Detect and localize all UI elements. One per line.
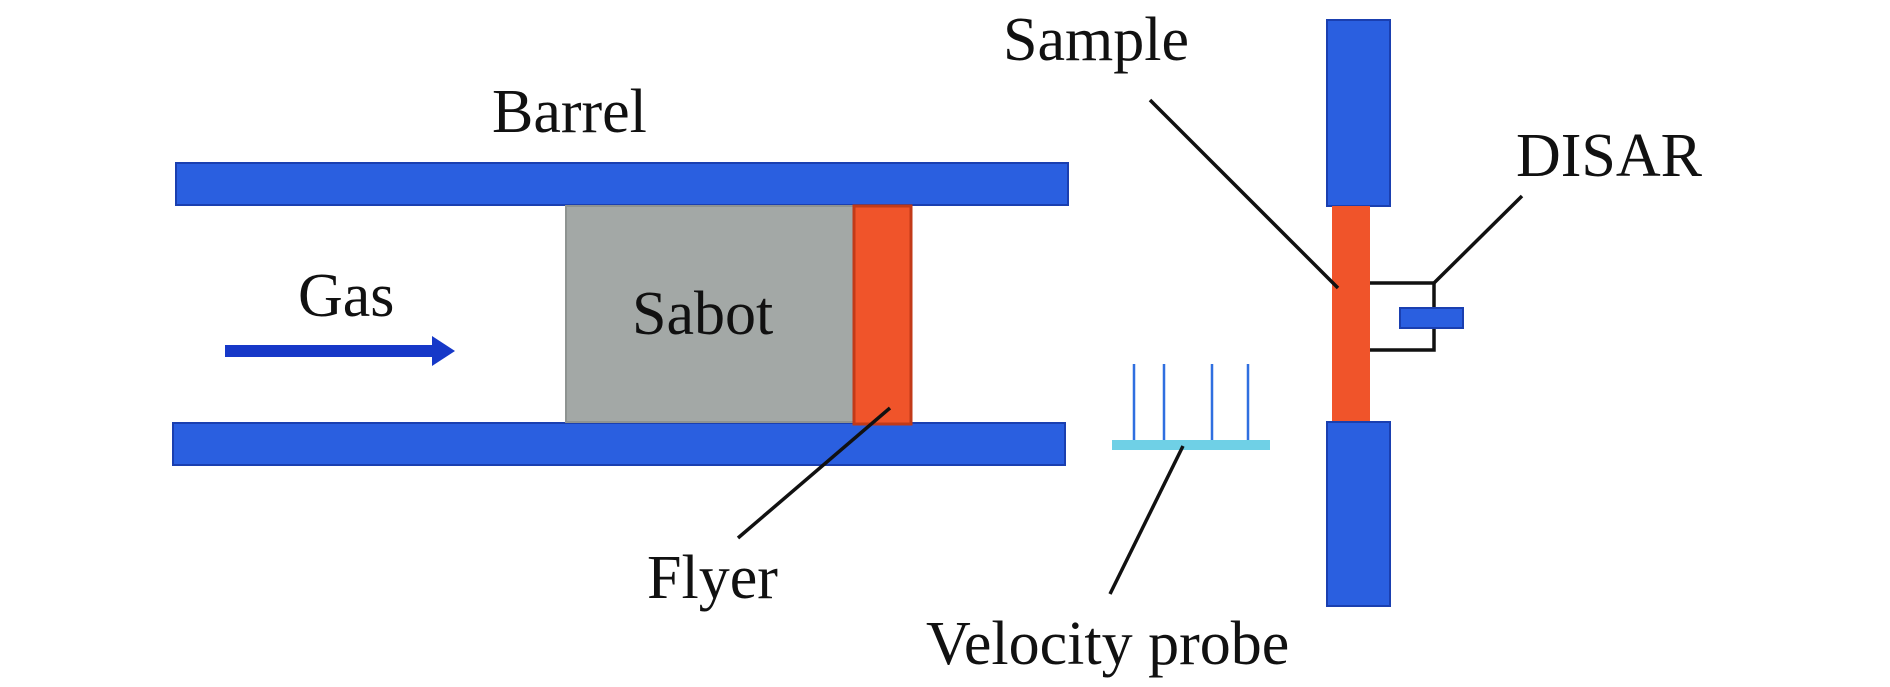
target-holder-top [1326, 19, 1391, 207]
barrel-top-wall [175, 162, 1069, 206]
flyer [852, 204, 913, 426]
target-holder-bottom [1326, 421, 1391, 607]
label-sabot: Sabot [632, 280, 773, 348]
right-arrow-icon [225, 336, 455, 366]
label-disar: DISAR [1516, 122, 1703, 190]
label-flyer: Flyer [647, 544, 778, 612]
velocity-probe-base [1112, 440, 1270, 450]
sample [1332, 206, 1370, 424]
label-velocity-probe: Velocity probe [926, 610, 1289, 678]
label-gas: Gas [298, 262, 394, 330]
disar-probe-head [1399, 307, 1464, 329]
leader-line-sample [1148, 98, 1340, 290]
label-sample: Sample [1003, 6, 1189, 74]
leader-line-flyer [736, 406, 892, 540]
sabot [565, 205, 857, 423]
velocity-probe [1112, 364, 1270, 450]
leader-line-disar [1432, 194, 1524, 285]
label-barrel: Barrel [492, 78, 647, 146]
leader-line-velocity-probe [1108, 445, 1185, 595]
barrel-bottom-wall [172, 422, 1066, 466]
